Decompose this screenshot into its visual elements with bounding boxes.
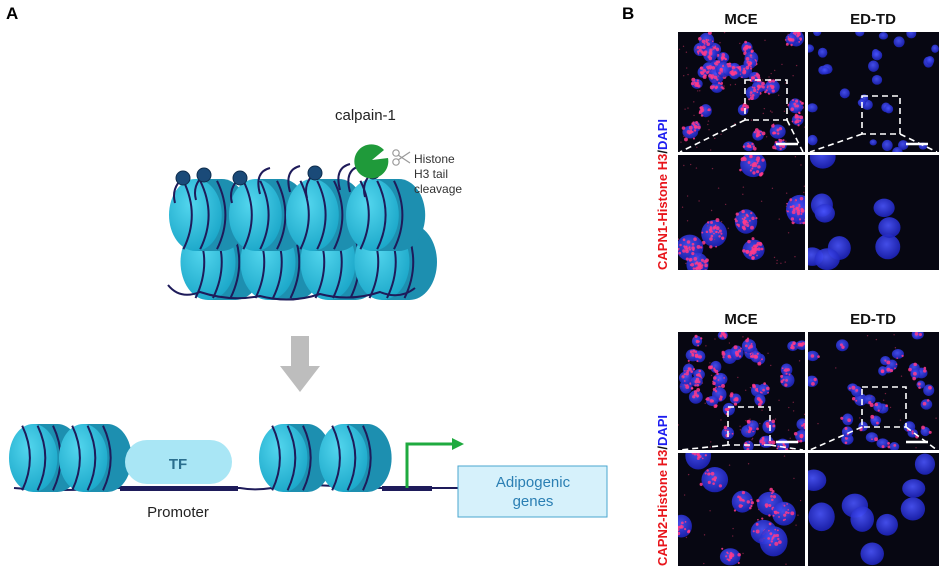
cleavage-label-3: cleavage (414, 182, 462, 196)
tf-label: TF (169, 456, 187, 473)
zoom-box-capn2-edtd (809, 386, 938, 451)
col-label-edtd-bottom: ED-TD (850, 311, 896, 328)
micrograph-capn2-mce-zoom (678, 453, 805, 566)
pacman-enzyme-icon (354, 144, 389, 179)
panel-b-label: B (622, 4, 634, 23)
col-label-mce-bottom: MCE (724, 311, 757, 328)
adipogenic-genes-box: Adipogenic genes (457, 465, 608, 518)
genes-label-1: Adipogenic (496, 474, 571, 491)
bent-arrow-icon (405, 438, 464, 488)
linker-dna (167, 284, 416, 301)
genes-label-2: genes (513, 493, 554, 510)
row-label-top: CAPN1-Histone H3/DAPI (655, 119, 670, 270)
micrograph-capn1-mce-zoom (678, 155, 805, 270)
micrograph-capn1-edtd-overview (808, 32, 939, 152)
promoter-label: Promoter (147, 504, 209, 521)
histone-mark-2 (232, 170, 248, 186)
open-nucleosome-3 (319, 424, 392, 492)
micrograph-capn1-edtd-zoom (808, 155, 939, 270)
tf-protein: TF (125, 440, 232, 484)
cleavage-label-1: Histone (414, 152, 455, 166)
zoom-box-capn1-mce (679, 79, 804, 153)
zoom-box-capn2-mce (679, 406, 804, 451)
histone-mark-1 (196, 167, 212, 183)
micrograph-grid (678, 32, 939, 566)
micrograph-capn2-edtd-zoom (808, 453, 939, 566)
open-nucleosome-1 (58, 424, 132, 492)
enzyme-label: calpain-1 (335, 107, 396, 124)
histone-mark-3 (307, 165, 323, 181)
cleavage-label-2: H3 tail (414, 167, 448, 181)
micrograph-capn2-mce-overview (678, 332, 805, 450)
col-label-edtd-top: ED-TD (850, 11, 896, 28)
histone-mark-0 (175, 170, 191, 186)
col-label-mce-top: MCE (724, 11, 757, 28)
down-arrow-icon (280, 336, 320, 392)
open-nucleosome-2 (259, 424, 332, 492)
row-label-bottom: CAPN2-Histone H3/DAPI (655, 415, 670, 566)
scissors-icon (392, 149, 411, 166)
micrograph-capn2-edtd-overview (808, 332, 939, 450)
open-nucleosomes (9, 424, 392, 492)
micrograph-capn1-mce-overview (678, 32, 805, 152)
panel-a-label: A (6, 4, 18, 23)
chromatin-cluster (167, 179, 437, 301)
nucleosome-upper-3 (346, 179, 426, 251)
